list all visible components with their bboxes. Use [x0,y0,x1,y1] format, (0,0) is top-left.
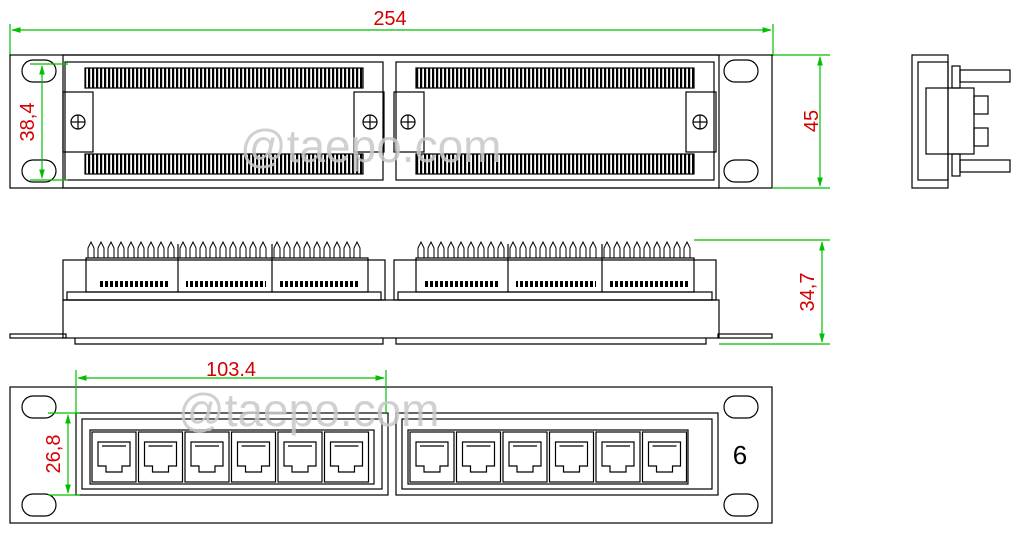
idc-pin [549,240,557,258]
idc-pin [589,240,597,258]
dimension-panel-height: 45 [801,110,823,132]
idc-pin [323,240,331,258]
idc-pins [87,240,691,258]
idc-pin [467,240,475,258]
dimension-side-depth: 34,7 [797,273,819,312]
idc-pin [353,240,361,258]
idc-pin [249,240,257,258]
rj45-port [502,431,548,483]
dimension-total-width: 254 [373,8,406,30]
idc-pin [147,240,155,258]
port-view-dimensions [48,370,387,496]
idc-pin [293,240,301,258]
idc-pin [457,240,465,258]
idc-pin [683,240,691,258]
idc-pin [333,240,341,258]
idc-pin [219,240,227,258]
rj45-port [323,431,370,483]
rj45-port [137,431,184,483]
watermark-top: @taepo.com [240,120,502,172]
side-view [911,54,1011,189]
idc-pin [87,240,95,258]
rj45-port [641,431,688,483]
elevation-view [9,244,773,345]
idc-pin [189,240,197,258]
idc-pin [137,240,145,258]
idc-pin [303,240,311,258]
idc-pin [539,240,547,258]
idc-pin [117,240,125,258]
idc-pin [229,240,237,258]
idc-pin [283,240,291,258]
idc-pin [579,240,587,258]
idc-pin [179,240,187,258]
rj45-port [455,431,502,483]
idc-pin [663,240,671,258]
idc-pin [447,240,455,258]
rj45-port [409,431,455,483]
idc-pin [209,240,217,258]
idc-pin [157,240,165,258]
dimension-module-width: 103.4 [206,359,256,381]
idc-pin [653,240,661,258]
idc-pin [673,240,681,258]
idc-pin [343,240,351,258]
idc-pin [127,240,135,258]
rj45-port [277,431,323,483]
idc-pin [239,240,247,258]
idc-pin [427,240,435,258]
idc-pin [569,240,577,258]
idc-pin [509,240,517,258]
idc-pin [519,240,527,258]
idc-pin [633,240,641,258]
dimension-port-height: 26,8 [43,435,65,474]
idc-pin [313,240,321,258]
idc-pin [613,240,621,258]
idc-pin [603,240,611,258]
rj45-port [230,431,277,483]
idc-pin [97,240,105,258]
elevation-dimension [694,239,830,345]
rj45-port [548,431,595,483]
idc-pin [487,240,495,258]
idc-pin [623,240,631,258]
idc-pin [497,240,505,258]
idc-pin [559,240,567,258]
rj45-port [184,431,230,483]
rj45-port [91,431,137,483]
idc-pin [437,240,445,258]
watermark-bottom: @taepo.com [178,384,440,436]
top-view [9,24,830,189]
port-view [9,386,773,524]
rj45-ports [91,431,688,483]
idc-pin [273,240,281,258]
idc-pin [107,240,115,258]
idc-pin [477,240,485,258]
idc-pin [643,240,651,258]
rj45-port [595,431,641,483]
port-count-label: 6 [733,440,747,470]
idc-pin [529,240,537,258]
dimension-top-height: 38,4 [17,103,39,142]
idc-pin [167,240,175,258]
idc-pin [417,240,425,258]
idc-pin [199,240,207,258]
idc-pin [259,240,267,258]
